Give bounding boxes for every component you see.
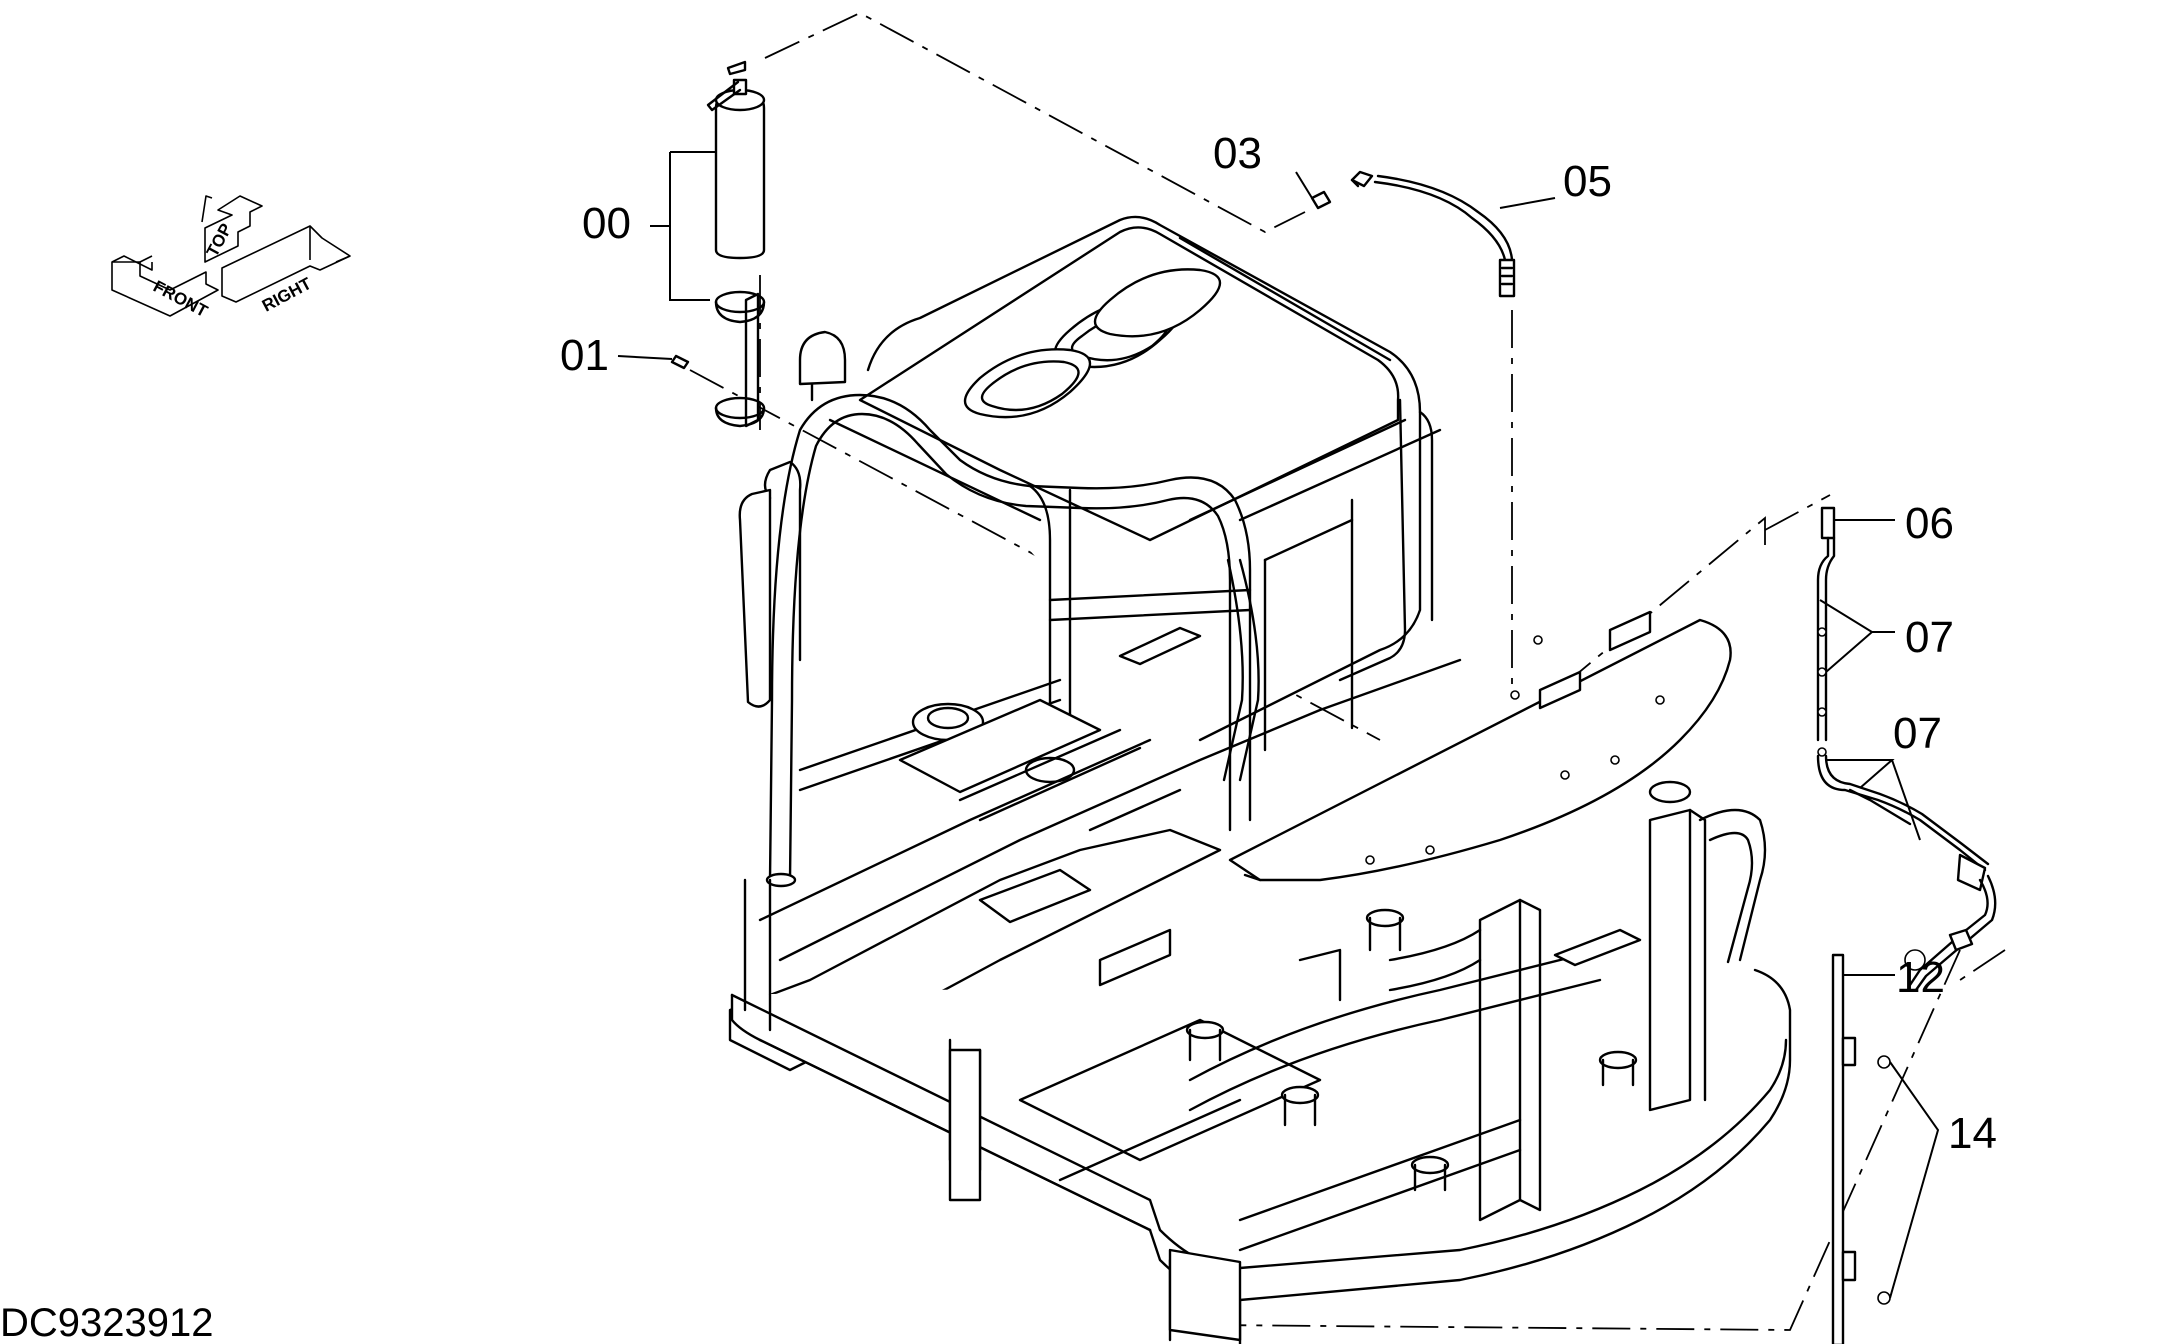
callout-05: 05 xyxy=(1563,157,1612,206)
leader-lines xyxy=(617,151,1940,1299)
rops-frame xyxy=(765,393,1442,888)
callout-01: 01 xyxy=(560,331,609,380)
drawing-id: DC9323912 xyxy=(0,1301,214,1344)
callout-12: 12 xyxy=(1896,953,1945,1002)
callout-14: 14 xyxy=(1948,1109,1997,1158)
front-arrow-icon xyxy=(111,255,219,317)
callout-07b: 07 xyxy=(1893,709,1942,758)
callout-00: 00 xyxy=(582,199,631,248)
callouts: 00 01 03 05 06 07 07 12 14 xyxy=(560,129,1997,1158)
callout-07a: 07 xyxy=(1905,613,1954,662)
fire-extinguisher xyxy=(706,60,766,260)
callout-06: 06 xyxy=(1905,499,1954,548)
deck-plate xyxy=(1228,610,1732,882)
cab-body xyxy=(738,215,1434,752)
chassis-frame xyxy=(730,780,1792,1344)
right-arrow-icon xyxy=(221,225,351,303)
extinguisher-bracket xyxy=(714,290,766,428)
bolts-14 xyxy=(1877,1055,1891,1305)
hose-assembly-06-07 xyxy=(1816,506,1997,992)
fitting-03 xyxy=(1310,190,1332,210)
orientation-indicator: FRONT TOP RIGHT xyxy=(111,195,351,321)
screw-01 xyxy=(670,354,690,370)
hose-05 xyxy=(1350,170,1516,298)
bracket-12 xyxy=(1831,953,1857,1344)
callout-03: 03 xyxy=(1213,129,1262,178)
top-arrow-icon xyxy=(201,195,263,263)
